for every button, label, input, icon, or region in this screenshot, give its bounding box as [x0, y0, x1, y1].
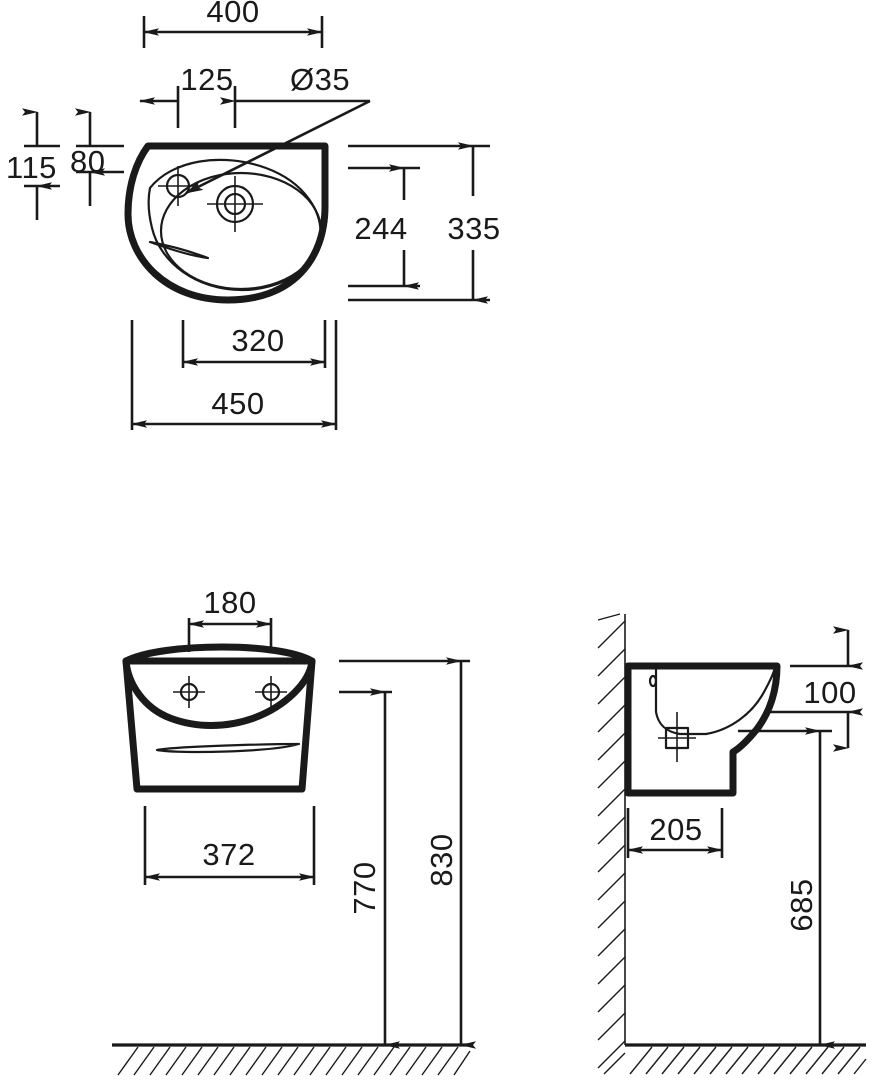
front-tap-hole-left	[173, 676, 205, 708]
waste-outlet	[207, 176, 263, 232]
dim-180-label: 180	[203, 585, 256, 620]
dim-685-label: 685	[784, 878, 819, 931]
dim-180: 180	[187, 585, 273, 652]
dim-244-label: 244	[354, 211, 407, 246]
tap-hole-left	[158, 166, 198, 206]
side-view: 100 205 685	[597, 613, 867, 1075]
dim-400: 400	[142, 0, 324, 48]
front-tap-hole-right	[255, 676, 287, 708]
front-groove	[155, 742, 301, 754]
front-floor	[112, 1043, 471, 1076]
side-floor	[625, 1043, 867, 1075]
dim-770: 770	[339, 688, 400, 1049]
dim-100: 100	[768, 626, 863, 752]
dim-830: 830	[339, 657, 476, 1049]
dim-80: 80	[70, 108, 124, 206]
dim-335-label: 335	[447, 211, 500, 246]
dim-830-label: 830	[424, 833, 459, 886]
dim-400-label: 400	[206, 0, 259, 29]
dim-100-label: 100	[803, 675, 856, 710]
dim-d35-label: Ø35	[290, 62, 350, 97]
side-wall	[597, 613, 626, 1075]
basin-bowl-ellipse	[159, 171, 323, 291]
dim-320: 320	[181, 320, 327, 368]
dim-125-label: 125	[180, 62, 233, 97]
dim-320-label: 320	[231, 323, 284, 358]
side-waste-fitting	[658, 712, 696, 762]
basin-side-profile	[624, 662, 781, 797]
dim-diameter-35: Ø35	[185, 62, 371, 195]
dim-770-label: 770	[347, 861, 382, 914]
dim-372-label: 372	[202, 837, 255, 872]
dim-335: 335	[348, 142, 500, 304]
dim-205-label: 205	[649, 812, 702, 847]
dim-115-label: 115	[6, 150, 57, 185]
basin-front-body	[122, 657, 316, 793]
dim-205: 205	[626, 808, 724, 858]
dim-80-label: 80	[70, 144, 105, 179]
dim-244: 244	[348, 164, 420, 290]
dim-125: 125	[139, 62, 276, 128]
side-bowl-inner	[654, 665, 777, 736]
dim-685: 685	[738, 727, 835, 1049]
top-view: 400 125 Ø35 115	[6, 0, 500, 430]
dim-115: 115	[6, 108, 60, 220]
front-view: 180 372 770 830	[112, 585, 476, 1076]
dim-450-label: 450	[211, 386, 264, 421]
overflow-hole	[648, 674, 658, 688]
dim-450: 450	[130, 320, 338, 430]
dim-372: 372	[143, 806, 316, 885]
basin-front-rim	[122, 643, 316, 729]
overflow-sliver	[148, 240, 210, 260]
basin-plan-outline	[124, 142, 329, 304]
